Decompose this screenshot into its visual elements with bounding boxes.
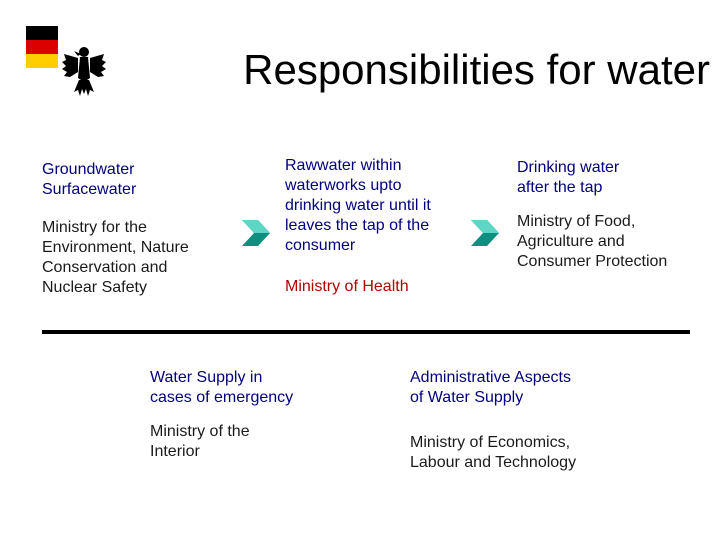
drinking-water-heading: Drinking water after the tap: [517, 158, 717, 198]
administrative-aspects-heading: Administrative Aspects of Water Supply: [410, 368, 710, 408]
heading-line: Rawwater within: [285, 157, 402, 174]
rawwater-heading: Rawwater within waterworks upto drinking…: [285, 156, 485, 256]
ministry-line: Ministry of Economics,: [410, 434, 571, 451]
ministry-line: Ministry for the: [42, 219, 147, 236]
heading-line: Surfacewater: [42, 181, 137, 198]
ministry-line: Ministry of Food,: [517, 213, 636, 230]
health-ministry: Ministry of Health: [285, 277, 485, 297]
ministry-line: Ministry of the: [150, 423, 250, 440]
environment-ministry: Ministry for the Environment, Nature Con…: [42, 218, 242, 298]
heading-line: Groundwater: [42, 161, 135, 178]
groundwater-heading: Groundwater Surfacewater: [42, 160, 242, 200]
heading-line: drinking water until it: [285, 197, 431, 214]
food-ministry: Ministry of Food, Agriculture and Consum…: [517, 212, 717, 272]
ministry-line: Interior: [150, 443, 200, 460]
arrow-right-icon: [242, 220, 270, 246]
heading-line: Water Supply in: [150, 369, 263, 386]
flag-stripe-gold: [26, 54, 58, 68]
ministry-line: Environment, Nature: [42, 239, 189, 256]
section-divider: [42, 330, 690, 334]
flag-stripe-red: [26, 40, 58, 54]
heading-line: waterworks upto: [285, 177, 402, 194]
ministry-line: Ministry of Health: [285, 278, 409, 295]
ministry-line: Conservation and: [42, 259, 168, 276]
heading-line: after the tap: [517, 179, 603, 196]
interior-ministry: Ministry of the Interior: [150, 422, 380, 462]
heading-line: of Water Supply: [410, 389, 524, 406]
ministry-line: Agriculture and: [517, 233, 625, 250]
ministry-line: Labour and Technology: [410, 454, 577, 471]
heading-line: cases of emergency: [150, 389, 294, 406]
ministry-line: Consumer Protection: [517, 253, 668, 270]
arrow-right-icon: [471, 220, 499, 246]
emergency-supply-heading: Water Supply in cases of emergency: [150, 368, 380, 408]
flag-stripe-black: [26, 26, 58, 40]
economics-ministry: Ministry of Economics, Labour and Techno…: [410, 433, 710, 473]
heading-line: consumer: [285, 237, 356, 254]
heading-line: Administrative Aspects: [410, 369, 571, 386]
german-flag: [26, 26, 58, 68]
slide-title: Responsibilities for water: [243, 46, 710, 93]
federal-eagle-icon: [62, 47, 106, 96]
heading-line: leaves the tap of the: [285, 217, 430, 234]
heading-line: Drinking water: [517, 159, 620, 176]
ministry-line: Nuclear Safety: [42, 279, 147, 296]
